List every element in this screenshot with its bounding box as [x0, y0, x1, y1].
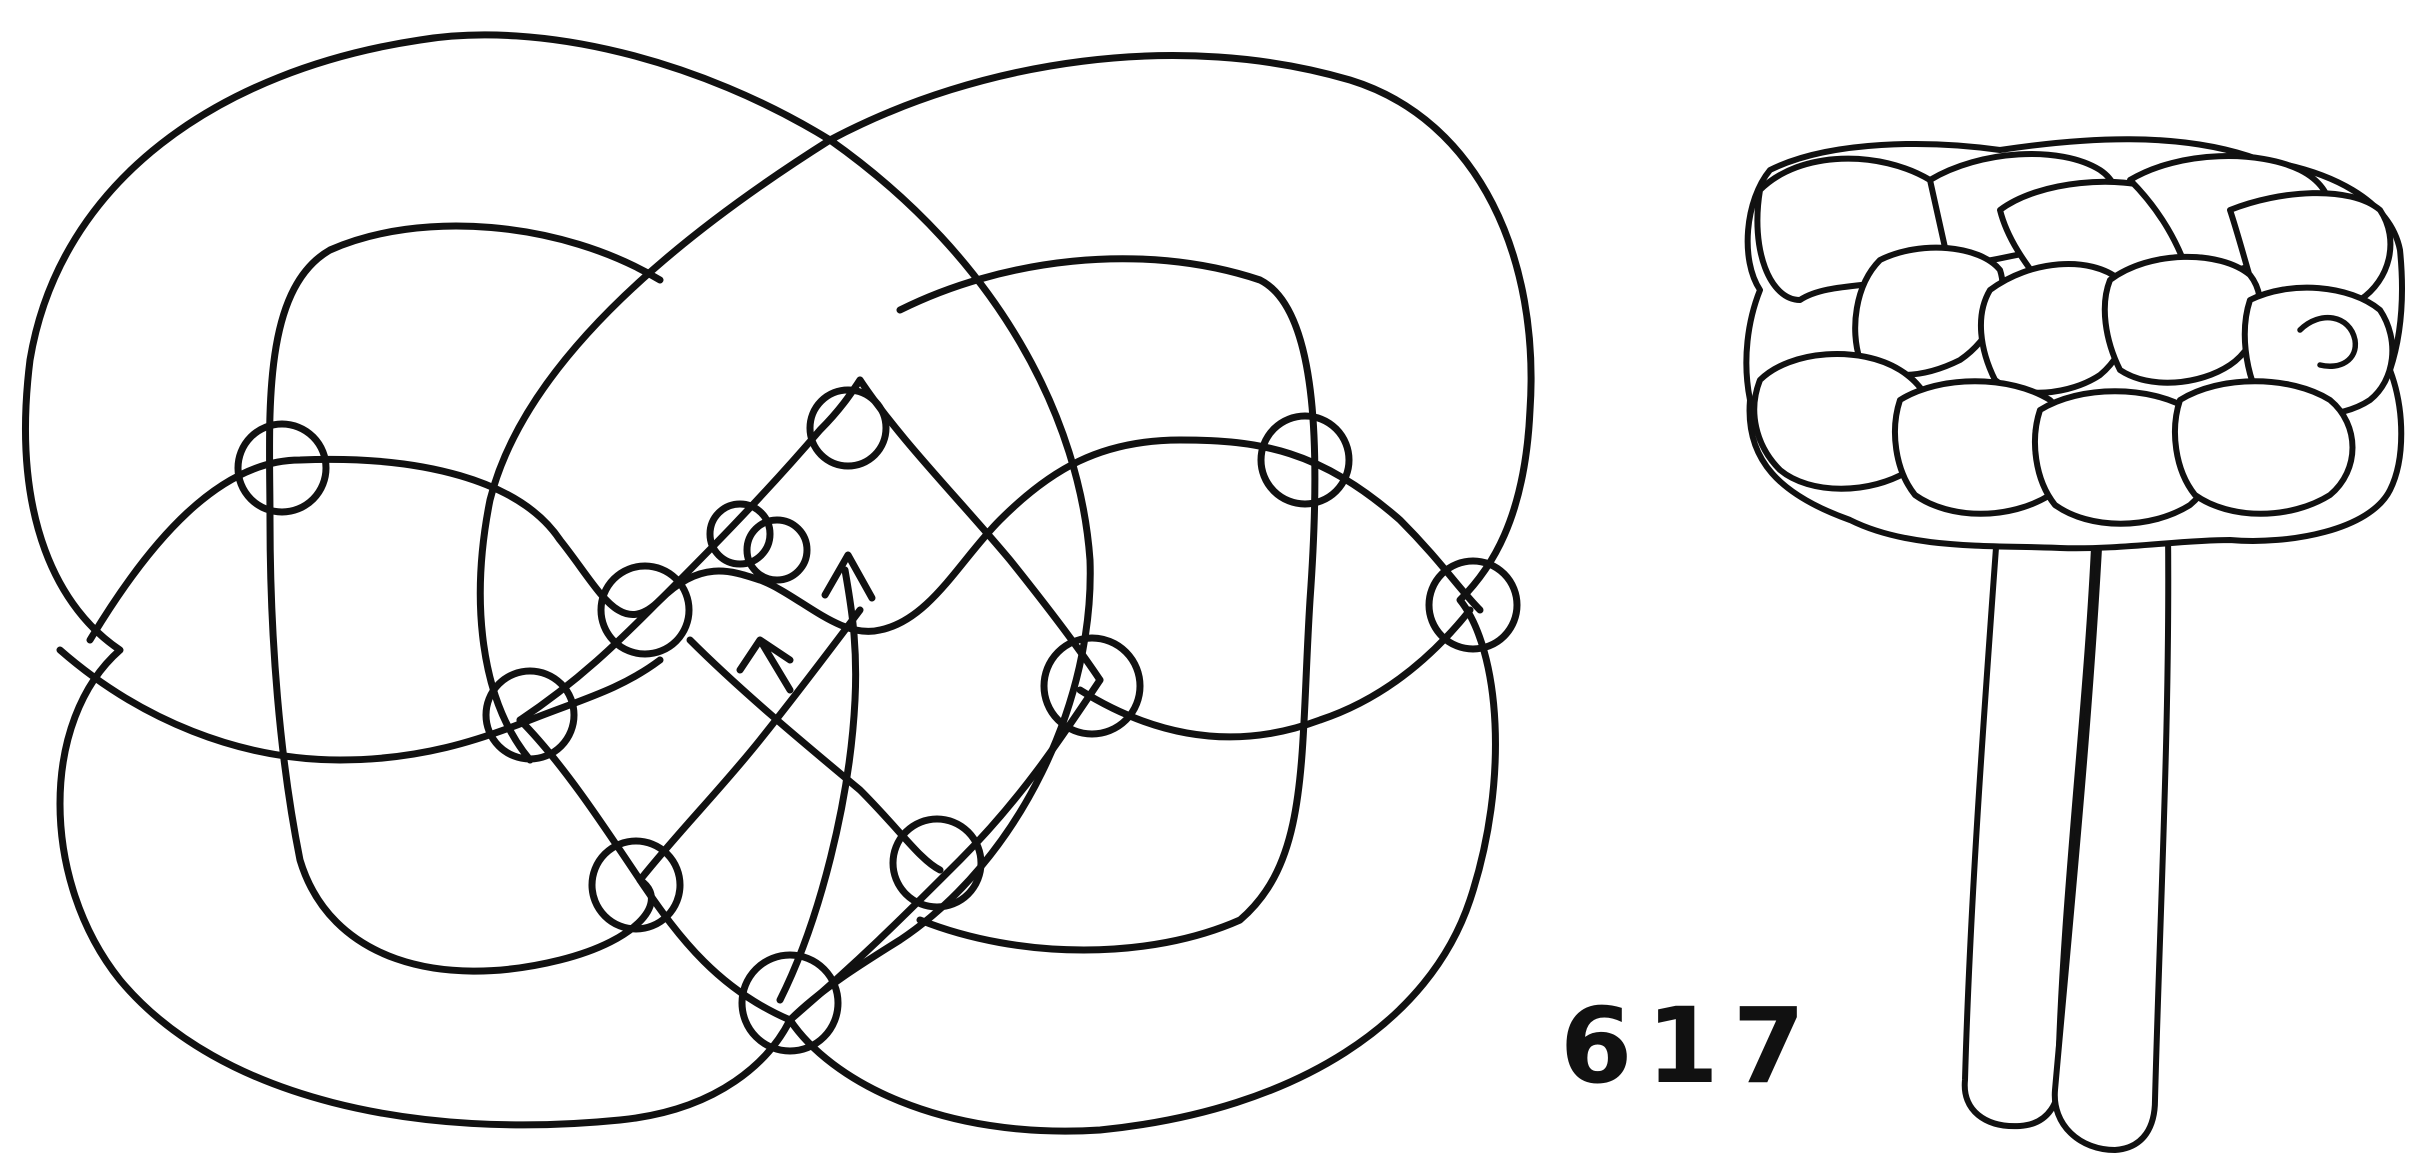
finished-knot — [1746, 139, 2402, 1150]
crossing-circle — [710, 504, 770, 564]
lattice-strand-4 — [790, 680, 1100, 1020]
outer-loop-left — [26, 35, 830, 1125]
small-arrow-icon — [740, 640, 790, 690]
crossing-circle — [592, 841, 680, 929]
knot-diagram — [26, 35, 1532, 1131]
inner-loop-right — [900, 259, 1315, 950]
knot-lobe — [2175, 381, 2353, 514]
crossing-circle — [747, 520, 807, 580]
crossing-circle — [893, 819, 981, 907]
lattice-strand-3 — [860, 380, 1100, 680]
figure-number: 617 — [1560, 985, 1819, 1107]
outer-loop-right — [790, 56, 1531, 1132]
